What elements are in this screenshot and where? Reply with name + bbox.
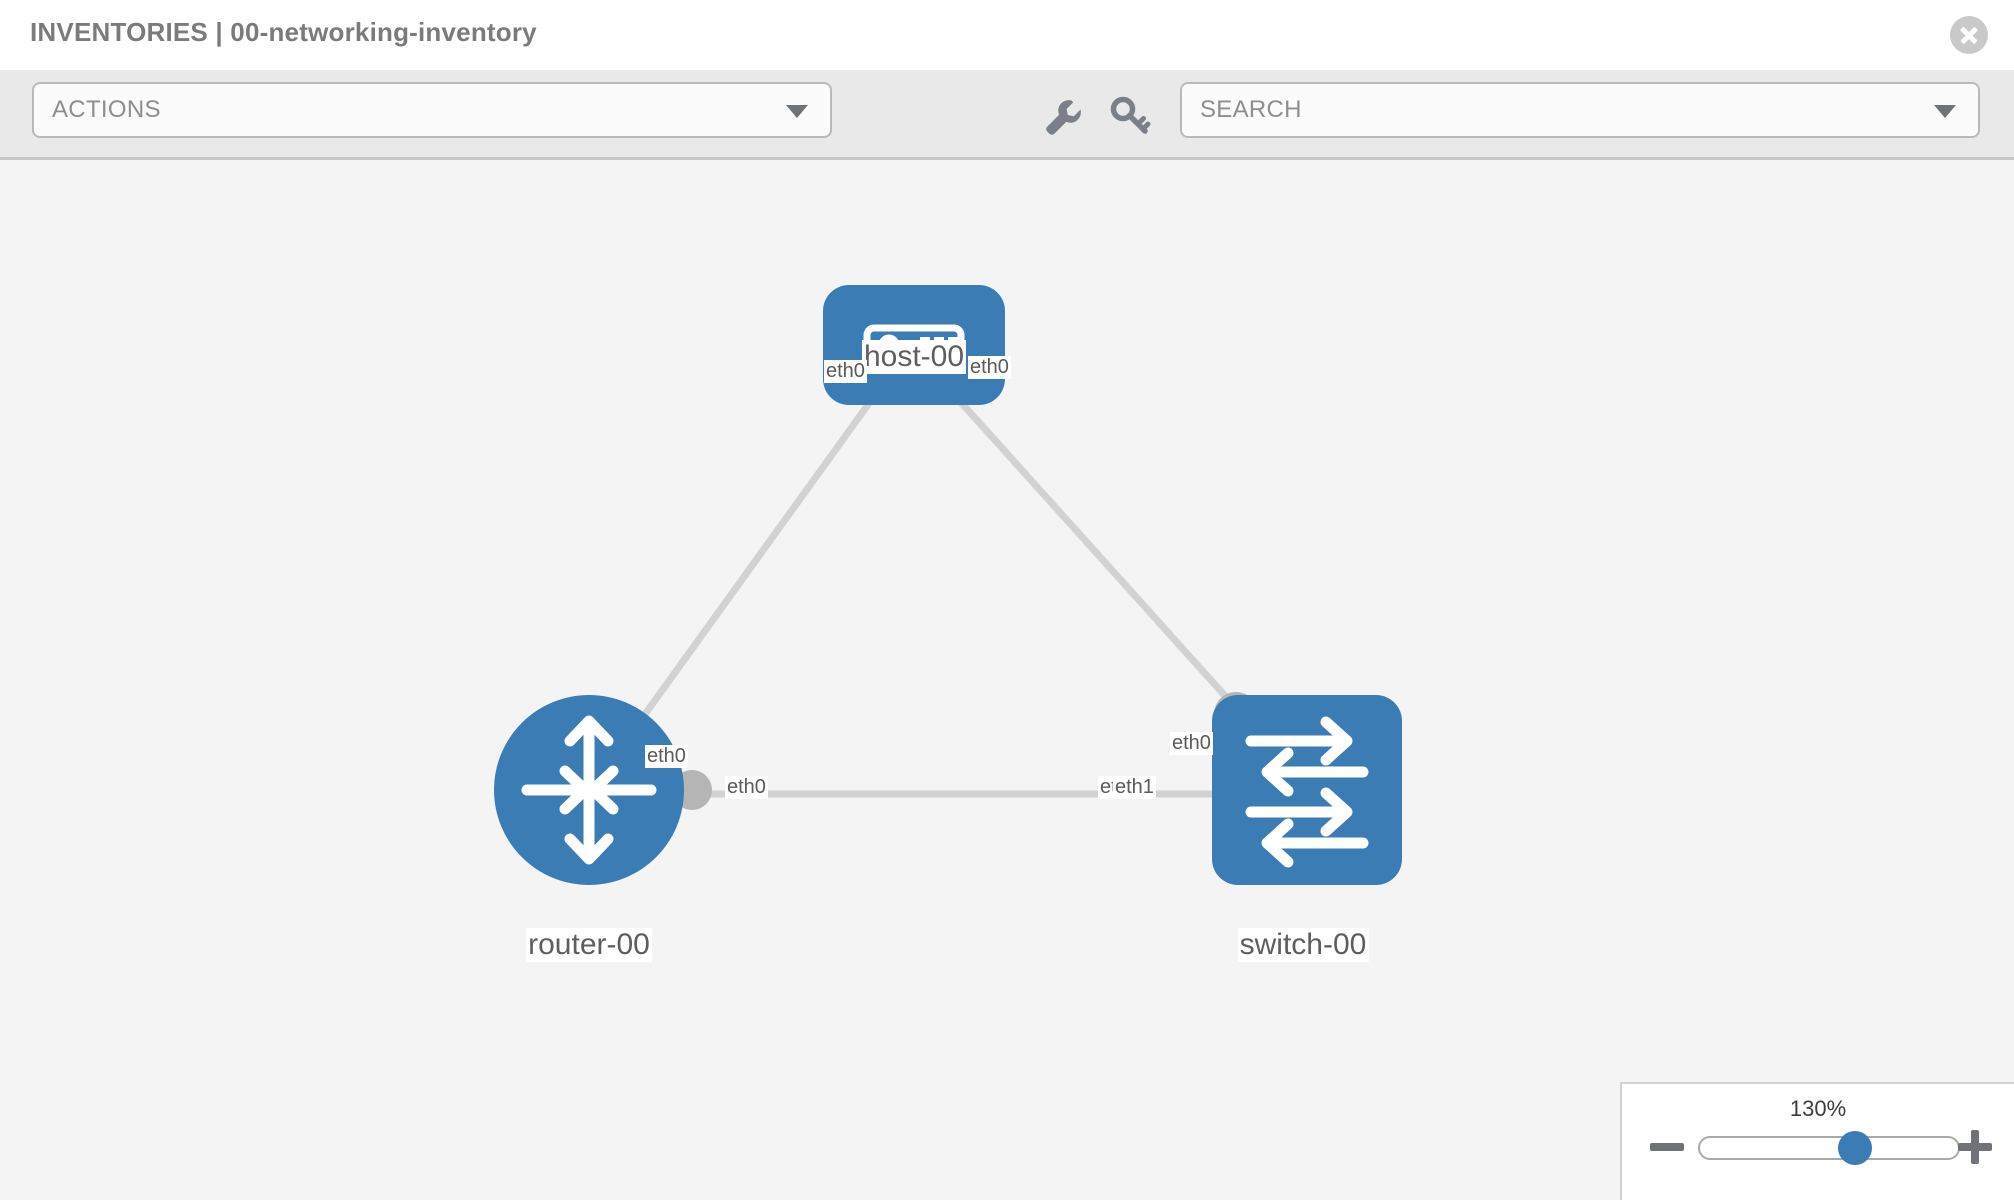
chevron-down-icon — [786, 105, 808, 118]
actions-dropdown[interactable]: ACTIONS — [32, 82, 832, 138]
chevron-down-icon — [1934, 105, 1956, 118]
minus-icon — [1650, 1143, 1684, 1151]
iface-label: eth1 — [1113, 776, 1156, 799]
iface-label: eth0 — [725, 776, 768, 799]
node-label-router-00: router-00 — [526, 928, 652, 962]
plus-icon-vertical — [1971, 1130, 1979, 1164]
zoom-control-panel: 130% — [1620, 1082, 2014, 1200]
toolbar: ACTIONS SEARCH — [0, 70, 2014, 160]
key-icon[interactable] — [1108, 94, 1152, 138]
zoom-level-label: 130% — [1789, 1096, 1847, 1121]
page-title: INVENTORIES | 00-networking-inventory — [30, 17, 537, 47]
actions-dropdown-label: ACTIONS — [52, 96, 161, 123]
link-host-router — [609, 385, 883, 763]
zoom-in-button[interactable] — [1958, 1130, 1992, 1164]
zoom-out-button[interactable] — [1650, 1130, 1684, 1164]
search-input[interactable]: SEARCH — [1180, 82, 1980, 138]
node-router-00 — [494, 695, 684, 885]
node-label-switch-00: switch-00 — [1237, 928, 1369, 962]
close-icon[interactable] — [1950, 16, 1988, 54]
search-input-placeholder: SEARCH — [1200, 96, 1302, 123]
node-label-host-00: host-00 — [861, 340, 967, 374]
zoom-slider-thumb[interactable] — [1837, 1131, 1872, 1165]
page-header: INVENTORIES | 00-networking-inventory — [0, 0, 2014, 70]
iface-label: eth0 — [645, 745, 688, 768]
node-switch-00 — [1212, 695, 1402, 885]
iface-label: eth0 — [1170, 732, 1213, 755]
iface-label: eth0 — [968, 356, 1011, 379]
wrench-icon[interactable] — [1040, 94, 1084, 138]
topology-canvas[interactable]: host-00 router-00 switch-00 eth0 eth0 et… — [0, 160, 2014, 1200]
link-host-switch — [945, 385, 1275, 751]
zoom-slider[interactable] — [1698, 1131, 1960, 1165]
topology-graph — [494, 285, 1402, 885]
iface-label: eth0 — [824, 360, 867, 383]
